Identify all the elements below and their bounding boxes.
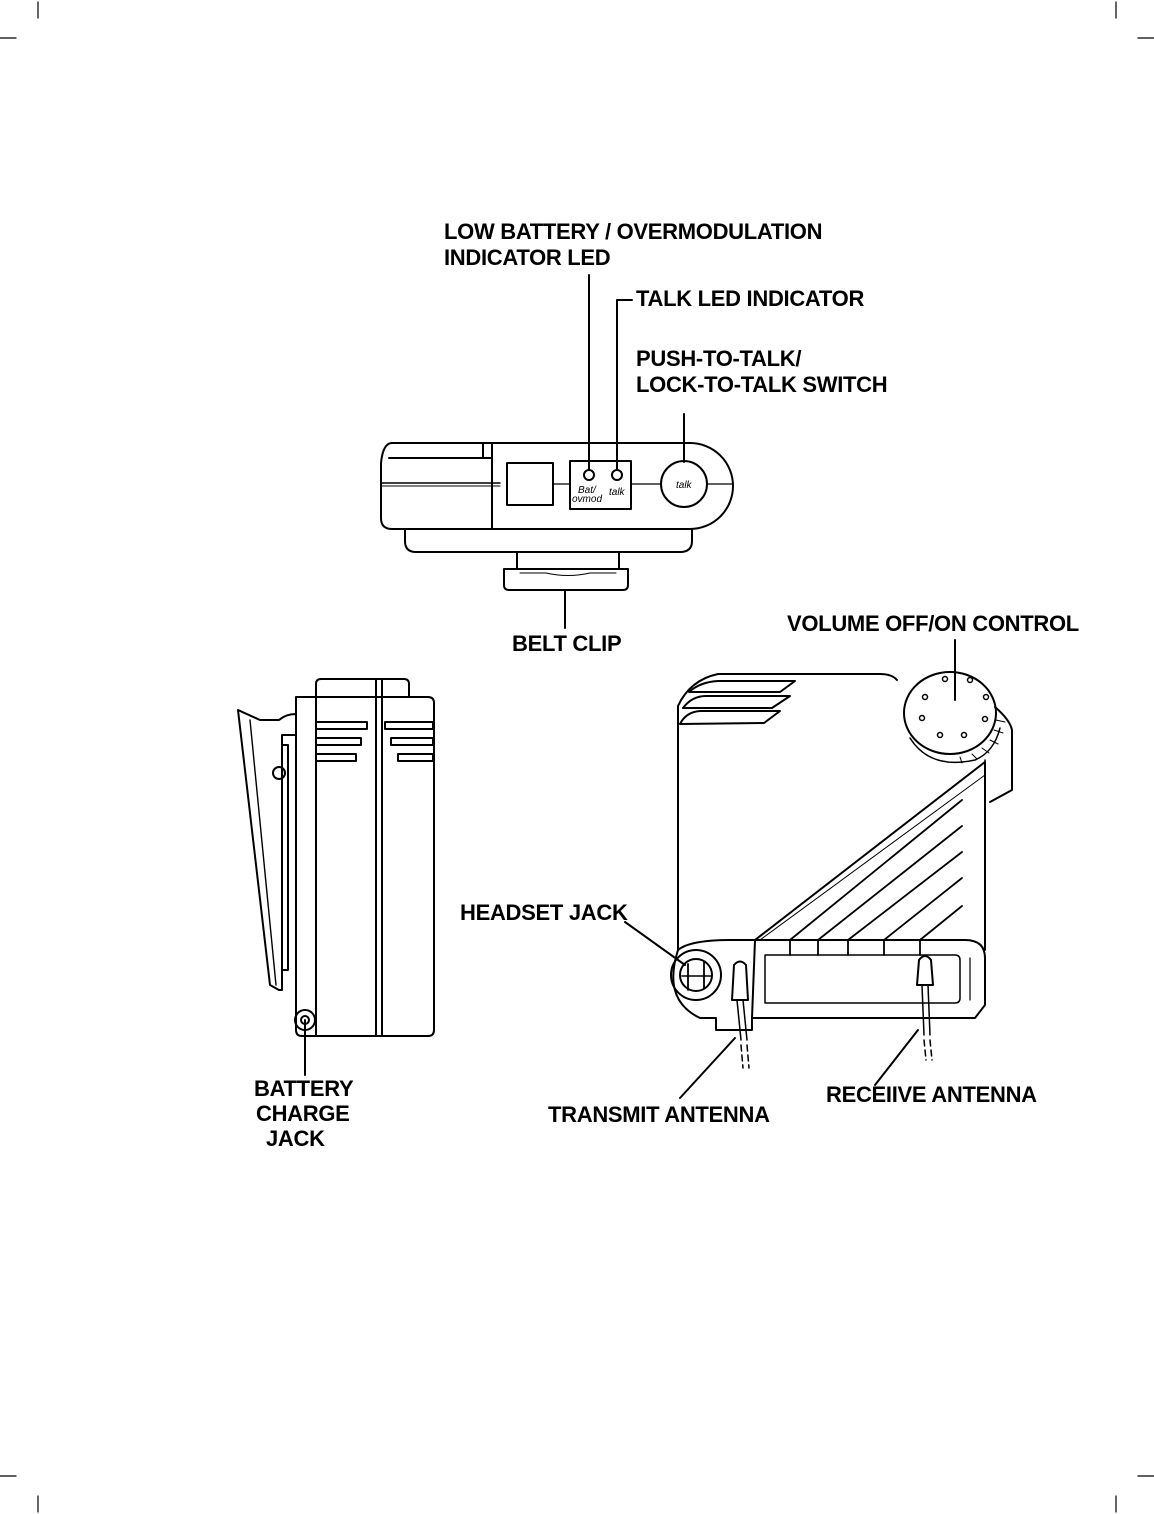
battery-charge-label-line3: JACK bbox=[266, 1126, 325, 1152]
ptt-label-line2: LOCK-TO-TALK SWITCH bbox=[636, 372, 887, 398]
receive-antenna-label: RECEIIVE ANTENNA bbox=[826, 1082, 1037, 1108]
talk-button-label: talk bbox=[676, 480, 693, 491]
top-leaders bbox=[565, 275, 684, 628]
volume-control-label: VOLUME OFF/ON CONTROL bbox=[787, 611, 1079, 637]
bat-led bbox=[584, 470, 594, 480]
side-view bbox=[238, 679, 434, 1036]
talk-led-indicator-label: TALK LED INDICATOR bbox=[636, 286, 864, 312]
low-battery-label-line2: INDICATOR LED bbox=[444, 245, 610, 271]
belt-clip-label: BELT CLIP bbox=[512, 631, 621, 657]
perspective-leaders bbox=[625, 640, 955, 1098]
headset-jack bbox=[671, 950, 721, 1000]
perspective-view bbox=[671, 672, 1012, 1068]
volume-knob bbox=[904, 672, 996, 754]
ptt-label-line1: PUSH-TO-TALK/ bbox=[636, 346, 801, 372]
ovmod-label: ovmod bbox=[572, 494, 602, 505]
headset-jack-label: HEADSET JACK bbox=[460, 900, 628, 926]
top-view bbox=[381, 443, 733, 590]
battery-charge-label-line2: CHARGE bbox=[256, 1101, 350, 1127]
low-battery-label-line1: LOW BATTERY / OVERMODULATION bbox=[444, 219, 822, 245]
talk-led-label: talk bbox=[609, 487, 626, 498]
talk-led bbox=[612, 470, 622, 480]
battery-charge-label-line1: BATTERY bbox=[254, 1076, 353, 1102]
transmit-antenna-label: TRANSMIT ANTENNA bbox=[548, 1102, 770, 1128]
